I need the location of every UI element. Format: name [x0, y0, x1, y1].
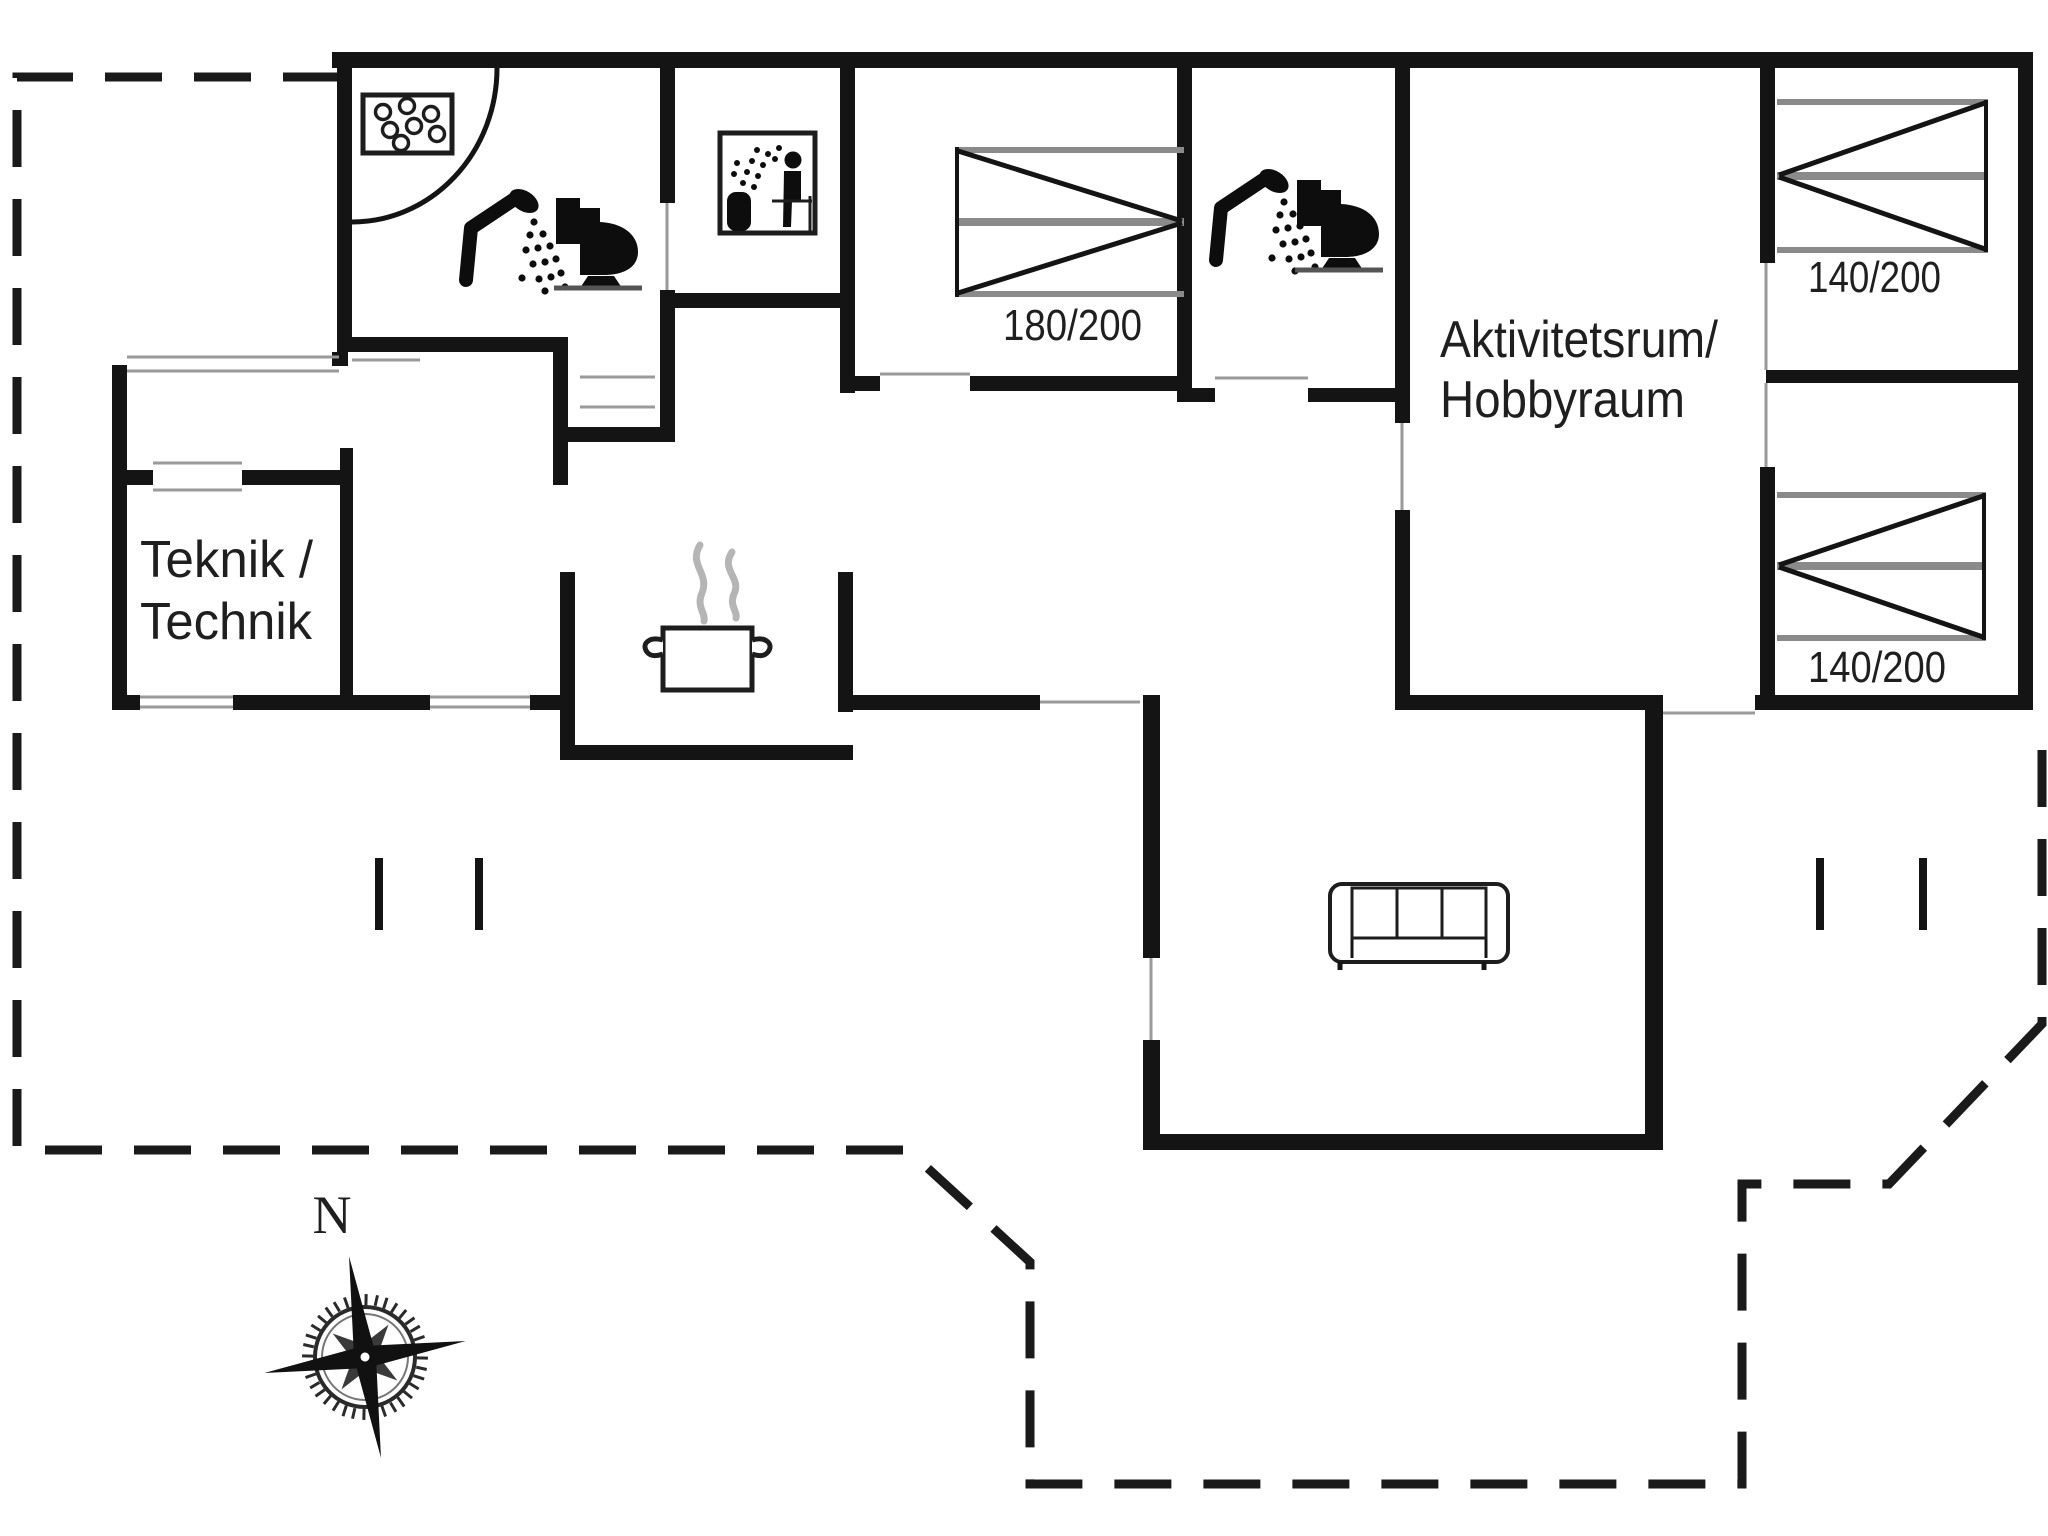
interior-walls	[112, 62, 2033, 710]
whirlpool-icon	[360, 92, 455, 156]
activity-room-label-line2: Hobbyraum	[1440, 371, 1685, 429]
north-label: N	[313, 1185, 352, 1245]
bed-single-mid-symbol	[1777, 492, 1986, 641]
bed-double-symbol	[955, 147, 1184, 297]
bathroom-1	[351, 67, 500, 225]
terrace-dashed-boundary	[12, 72, 2047, 1489]
corner-shower-arc	[351, 67, 500, 225]
toilet-icon	[1295, 180, 1383, 270]
activity-room-label-line1: Aktivitetsrum/	[1440, 311, 1718, 369]
terrace-post-marks	[375, 858, 1927, 930]
door-window-marks	[127, 203, 1768, 1040]
technik-room-label-line2: Technik	[140, 593, 313, 651]
technik-room-label-line1: Teknik /	[140, 531, 314, 589]
sauna-icon	[717, 130, 818, 236]
shower-icon	[466, 184, 569, 295]
bed-single-top-symbol	[1777, 99, 1988, 253]
cooking-pot-icon	[642, 541, 773, 693]
sofa-icon	[1328, 882, 1510, 970]
bed-single-top-size-label: 140/200	[1808, 253, 1941, 302]
exterior-walls	[112, 52, 2033, 1150]
bed-double-size-label: 180/200	[1003, 301, 1142, 350]
toilet-icon	[554, 198, 642, 288]
bed-single-mid-size-label: 140/200	[1808, 643, 1946, 692]
compass-rose-icon	[264, 1256, 466, 1458]
